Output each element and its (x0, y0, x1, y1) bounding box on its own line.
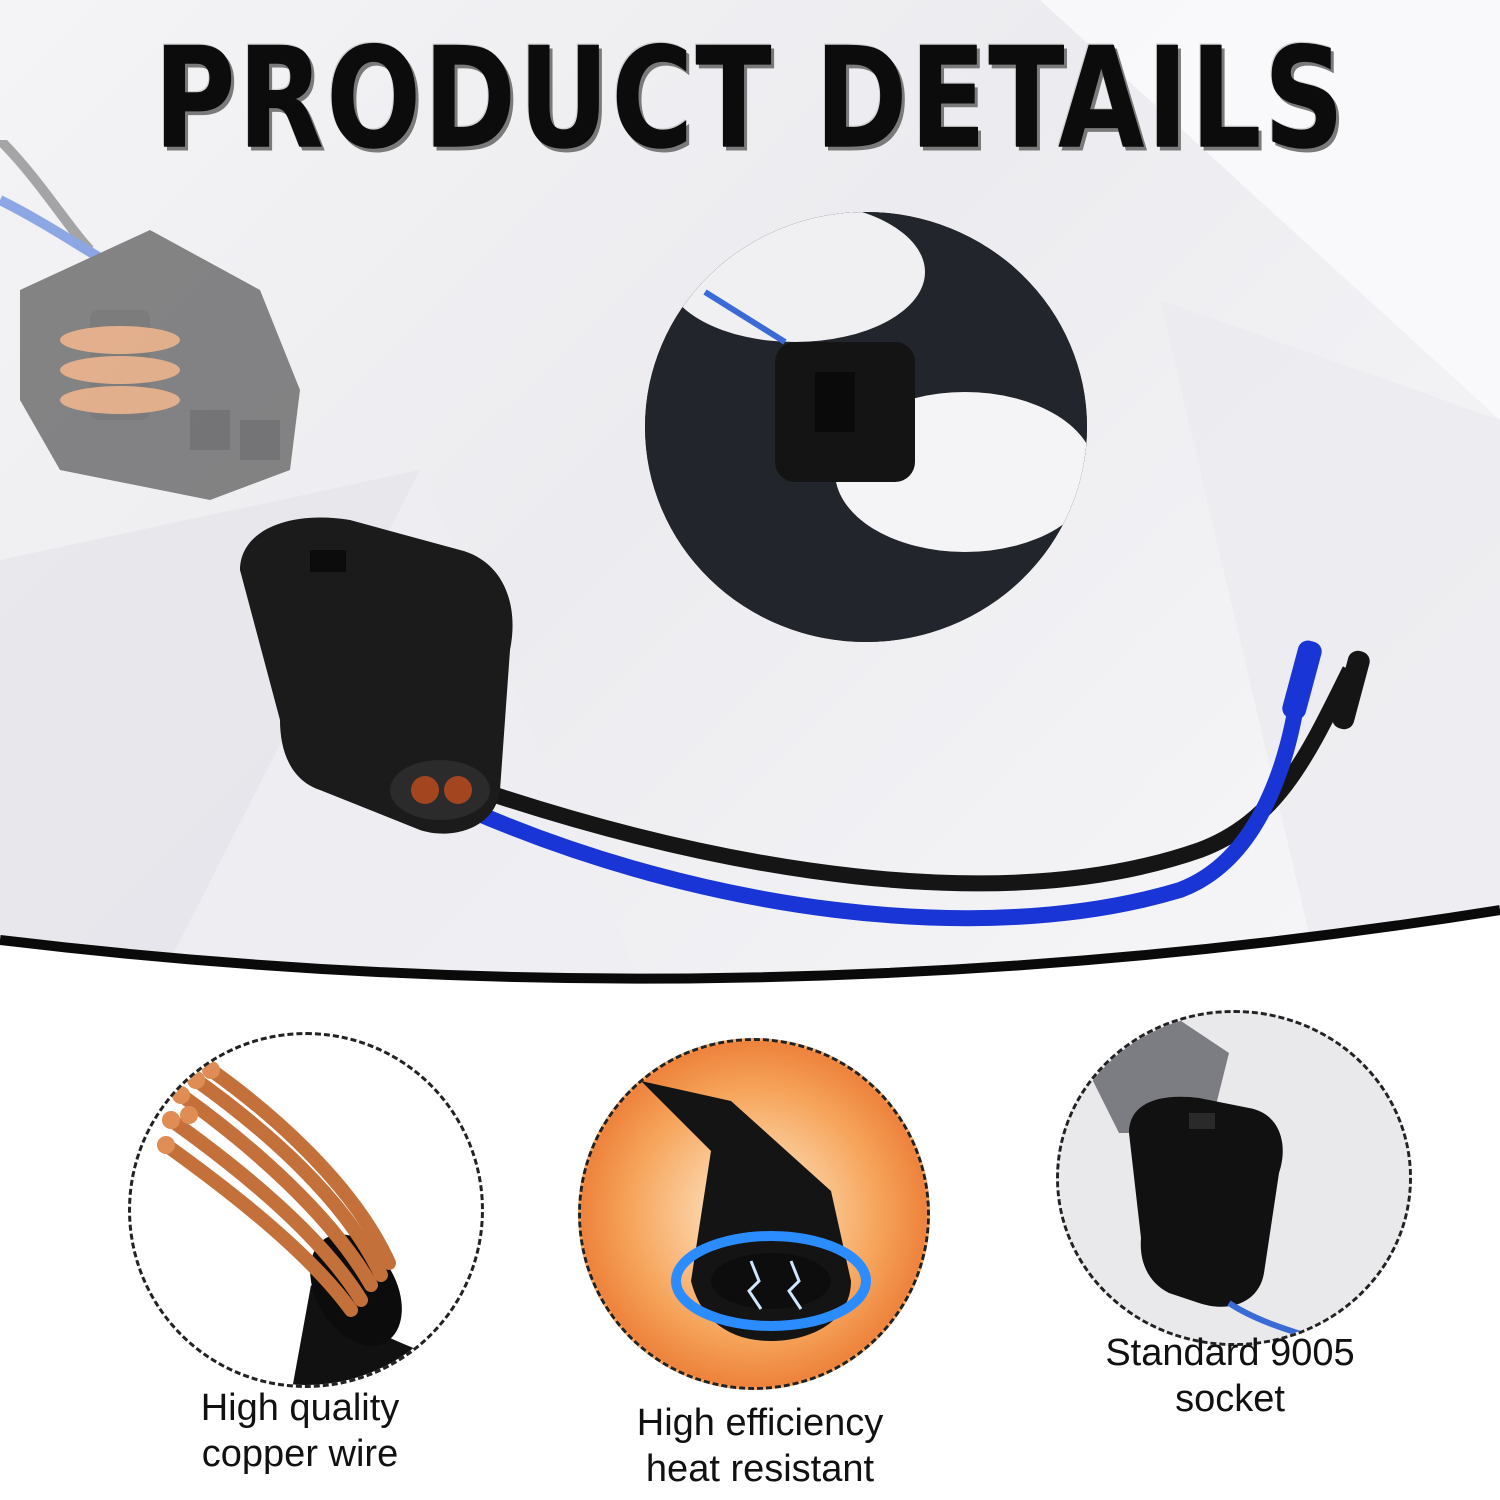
socket-icon (1059, 1013, 1409, 1343)
feature-socket-line1: Standard 9005 (1105, 1332, 1355, 1374)
feature-socket-line2: socket (1175, 1378, 1285, 1420)
feature-heat-line1: High efficiency (636, 1402, 884, 1444)
page-title: PRODUCT DETAILS (153, 18, 1347, 181)
feature-heat-line2: heat resistant (645, 1448, 875, 1490)
feature-heat-caption: High efficiency heat resistant (590, 1400, 930, 1492)
feature-copper-circle (128, 1032, 484, 1388)
heat-resistant-icon (581, 1041, 927, 1387)
copper-wire-icon (157, 1061, 481, 1385)
feature-socket-circle (1056, 1010, 1412, 1346)
feature-heat-circle (578, 1038, 930, 1390)
male-connector-image (240, 517, 1370, 927)
feature-copper-line1: High quality (200, 1387, 400, 1429)
section-divider (0, 905, 1500, 1040)
feature-copper-line2: copper wire (201, 1433, 399, 1475)
feature-copper-caption: High quality copper wire (140, 1385, 460, 1477)
female-connector-image (0, 140, 300, 500)
installation-photo (645, 212, 1087, 642)
feature-socket-caption: Standard 9005 socket (1070, 1330, 1390, 1422)
